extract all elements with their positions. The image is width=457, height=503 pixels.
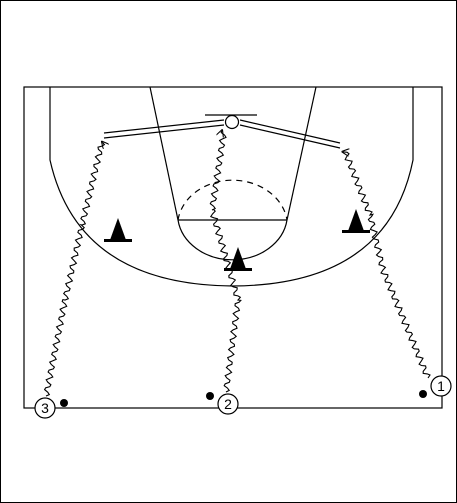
ball-player-3 xyxy=(60,399,68,407)
player-1-label: 1 xyxy=(437,378,445,394)
player-3: 3 xyxy=(34,397,56,419)
player-2: 2 xyxy=(217,393,239,415)
player-3-label: 3 xyxy=(41,400,49,416)
pass-line-left xyxy=(103,119,225,139)
player-1: 1 xyxy=(430,375,452,397)
player-2-label: 2 xyxy=(224,396,232,412)
cone-left xyxy=(104,218,132,242)
dribble-path-player-3 xyxy=(43,142,105,397)
ball-player-1 xyxy=(419,390,427,398)
three-point-line xyxy=(49,87,414,287)
free-throw-circle-upper xyxy=(177,179,288,221)
rim xyxy=(224,114,240,130)
lane-left-line xyxy=(149,86,179,221)
free-throw-circle-lower xyxy=(177,219,288,261)
dribble-path-player-1 xyxy=(343,152,431,379)
cone-center xyxy=(224,247,252,271)
ball-player-2 xyxy=(206,392,214,400)
dribble-path-player-2 xyxy=(209,131,242,393)
court-boundary xyxy=(23,86,443,409)
cone-right xyxy=(342,209,370,233)
lane-right-line xyxy=(286,86,317,221)
pass-line-right xyxy=(239,119,341,149)
